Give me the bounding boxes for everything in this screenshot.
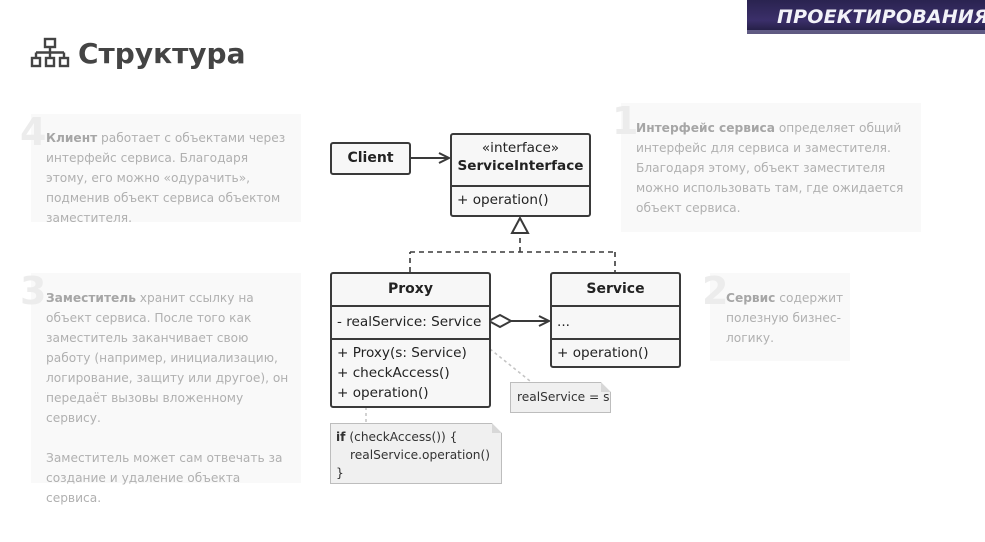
note-interface-title: Интерфейс сервиса	[636, 121, 775, 135]
client-class-name: Client	[347, 150, 394, 166]
note-proxy-body: хранит ссылку на объект сервиса. После т…	[46, 291, 289, 425]
note-client-text: Клиент работает с объектами через интерф…	[46, 128, 291, 228]
note-service-text: Сервис содержит полезную бизнес-логику.	[726, 288, 846, 348]
structure-tree-icon	[30, 37, 70, 68]
course-banner: ПРОЕКТИРОВАНИЯ	[747, 0, 985, 34]
proxy-class: Proxy - realService: Service + Proxy(s: …	[330, 272, 491, 408]
note-proxy	[31, 273, 301, 483]
service-field: ...	[557, 314, 570, 330]
banner-edge	[747, 30, 985, 34]
note-interface-body: определяет общий интерфейс для сервиса и…	[636, 121, 904, 215]
section-heading: Структура	[30, 36, 246, 70]
code-keyword: if	[336, 430, 346, 444]
realization-triangle	[510, 215, 530, 234]
code-line-1: if (checkAccess()) {	[336, 428, 501, 446]
note-client	[31, 114, 301, 222]
note-client-number: 4	[20, 110, 47, 154]
code-line-3: }	[336, 466, 344, 480]
proxy-fields: - realService: Service	[332, 305, 489, 338]
banner-text: ПРОЕКТИРОВАНИЯ	[777, 6, 985, 28]
assign-note: realService = s	[510, 382, 611, 413]
service-class-name: Service	[586, 281, 645, 297]
assign-note-text: realService = s	[517, 390, 610, 404]
client-class: Client	[330, 142, 411, 175]
service-interface-header: «interface» ServiceInterface	[452, 135, 589, 185]
note-proxy-title: Заместитель	[46, 291, 136, 305]
code-condition: (checkAccess()) {	[345, 430, 458, 444]
note-client-title: Клиент	[46, 131, 98, 145]
note-interface	[621, 103, 921, 232]
aggregation-diamond	[486, 313, 514, 329]
service-method: + operation()	[557, 345, 649, 361]
note-service-title: Сервис	[726, 291, 776, 305]
proxy-methods: + Proxy(s: Service) + checkAccess() + op…	[332, 338, 489, 406]
note-proxy-text: Заместитель хранит ссылку на объект серв…	[46, 288, 291, 508]
code-note-fold	[492, 423, 502, 433]
note-service	[710, 273, 850, 361]
service-interface-method: + operation()	[457, 192, 549, 208]
proxy-class-name: Proxy	[388, 281, 433, 297]
code-line-2: realService.operation()	[350, 448, 491, 462]
service-methods: + operation()	[552, 338, 679, 366]
note-interface-number: 1	[612, 99, 639, 143]
proxy-method-checkaccess: + checkAccess()	[337, 365, 450, 381]
service-interface-methods: + operation()	[452, 185, 589, 215]
realization-lines	[409, 234, 616, 272]
note-service-number: 2	[702, 269, 729, 313]
service-fields: ...	[552, 305, 679, 338]
note-interface-text: Интерфейс сервиса определяет общий интер…	[636, 118, 911, 218]
note-proxy-para2: Заместитель может сам отвечать за создан…	[46, 451, 283, 505]
note-service-body: содержит полезную бизнес-логику.	[726, 291, 844, 345]
service-class: Service ... + operation()	[550, 272, 681, 368]
proxy-field: - realService: Service	[337, 314, 482, 330]
proxy-method-operation: + operation()	[337, 385, 429, 401]
note-client-body: работает с объектами через интерфейс сер…	[46, 131, 286, 225]
assign-note-fold	[601, 382, 611, 392]
assign-note-connector	[489, 348, 531, 382]
code-note: if (checkAccess()) { realService.operati…	[330, 423, 502, 484]
service-interface-name: ServiceInterface	[457, 158, 584, 174]
note-proxy-number: 3	[20, 269, 47, 313]
proxy-method-constructor: + Proxy(s: Service)	[337, 345, 467, 361]
page-title: Структура	[78, 36, 246, 70]
service-interface-class: «interface» ServiceInterface + operation…	[450, 133, 591, 217]
interface-stereotype: «interface»	[481, 140, 560, 156]
note-proxy-para1: Заместитель хранит ссылку на объект серв…	[46, 288, 291, 428]
